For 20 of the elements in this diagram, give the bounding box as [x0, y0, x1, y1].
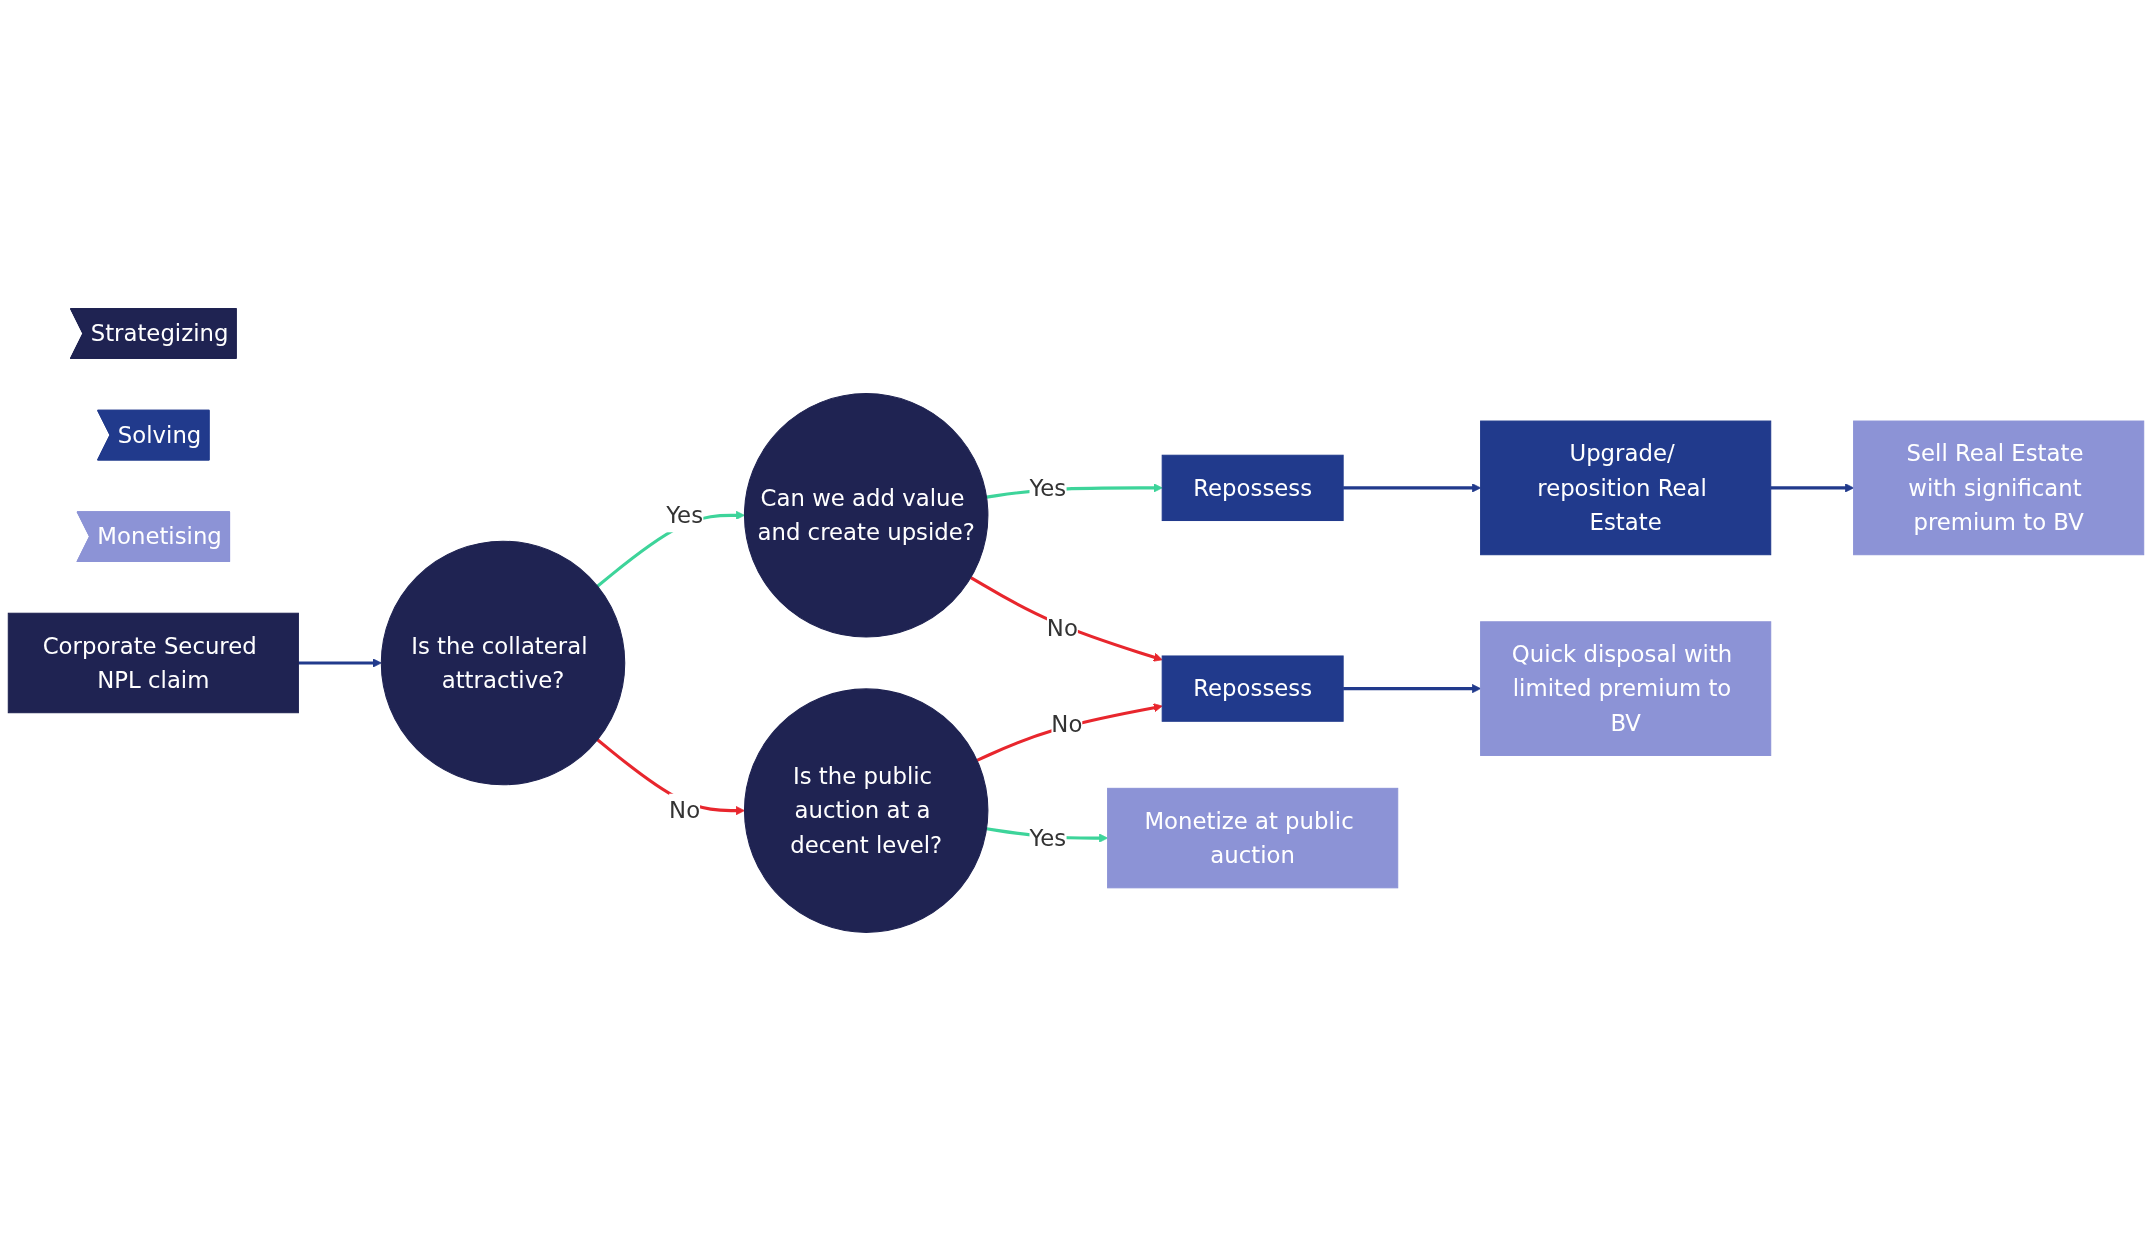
edge-label: Yes — [1029, 474, 1067, 501]
node-box: Corporate Secured NPL claim — [7, 612, 299, 714]
node-circle: Is the public auction at a decent level? — [743, 688, 989, 933]
node-box: Upgrade/ reposition Real Estate — [1480, 420, 1772, 556]
edge-label: No — [1046, 615, 1078, 641]
node-box: Quick disposal with limited premium to BV — [1480, 621, 1772, 756]
arrow — [298, 658, 382, 668]
edge-label: Yes — [1029, 825, 1067, 852]
edge-label: No — [669, 797, 701, 824]
node-box: Repossess — [1161, 454, 1344, 522]
node-box: Sell Real Estate with significant premium to BV — [1853, 420, 2145, 556]
node-circle: Is the collateral attractive? — [380, 540, 626, 786]
node-circle: Can we add value and create upside? — [743, 393, 989, 638]
node-box: Monetize at public auction — [1107, 787, 1399, 889]
node-box: Repossess — [1161, 655, 1344, 722]
arrow — [1770, 483, 1854, 493]
edge-label: No — [1051, 711, 1083, 738]
arrow — [976, 703, 1163, 762]
arrow — [970, 576, 1163, 662]
edge-label: Yes — [666, 502, 704, 529]
